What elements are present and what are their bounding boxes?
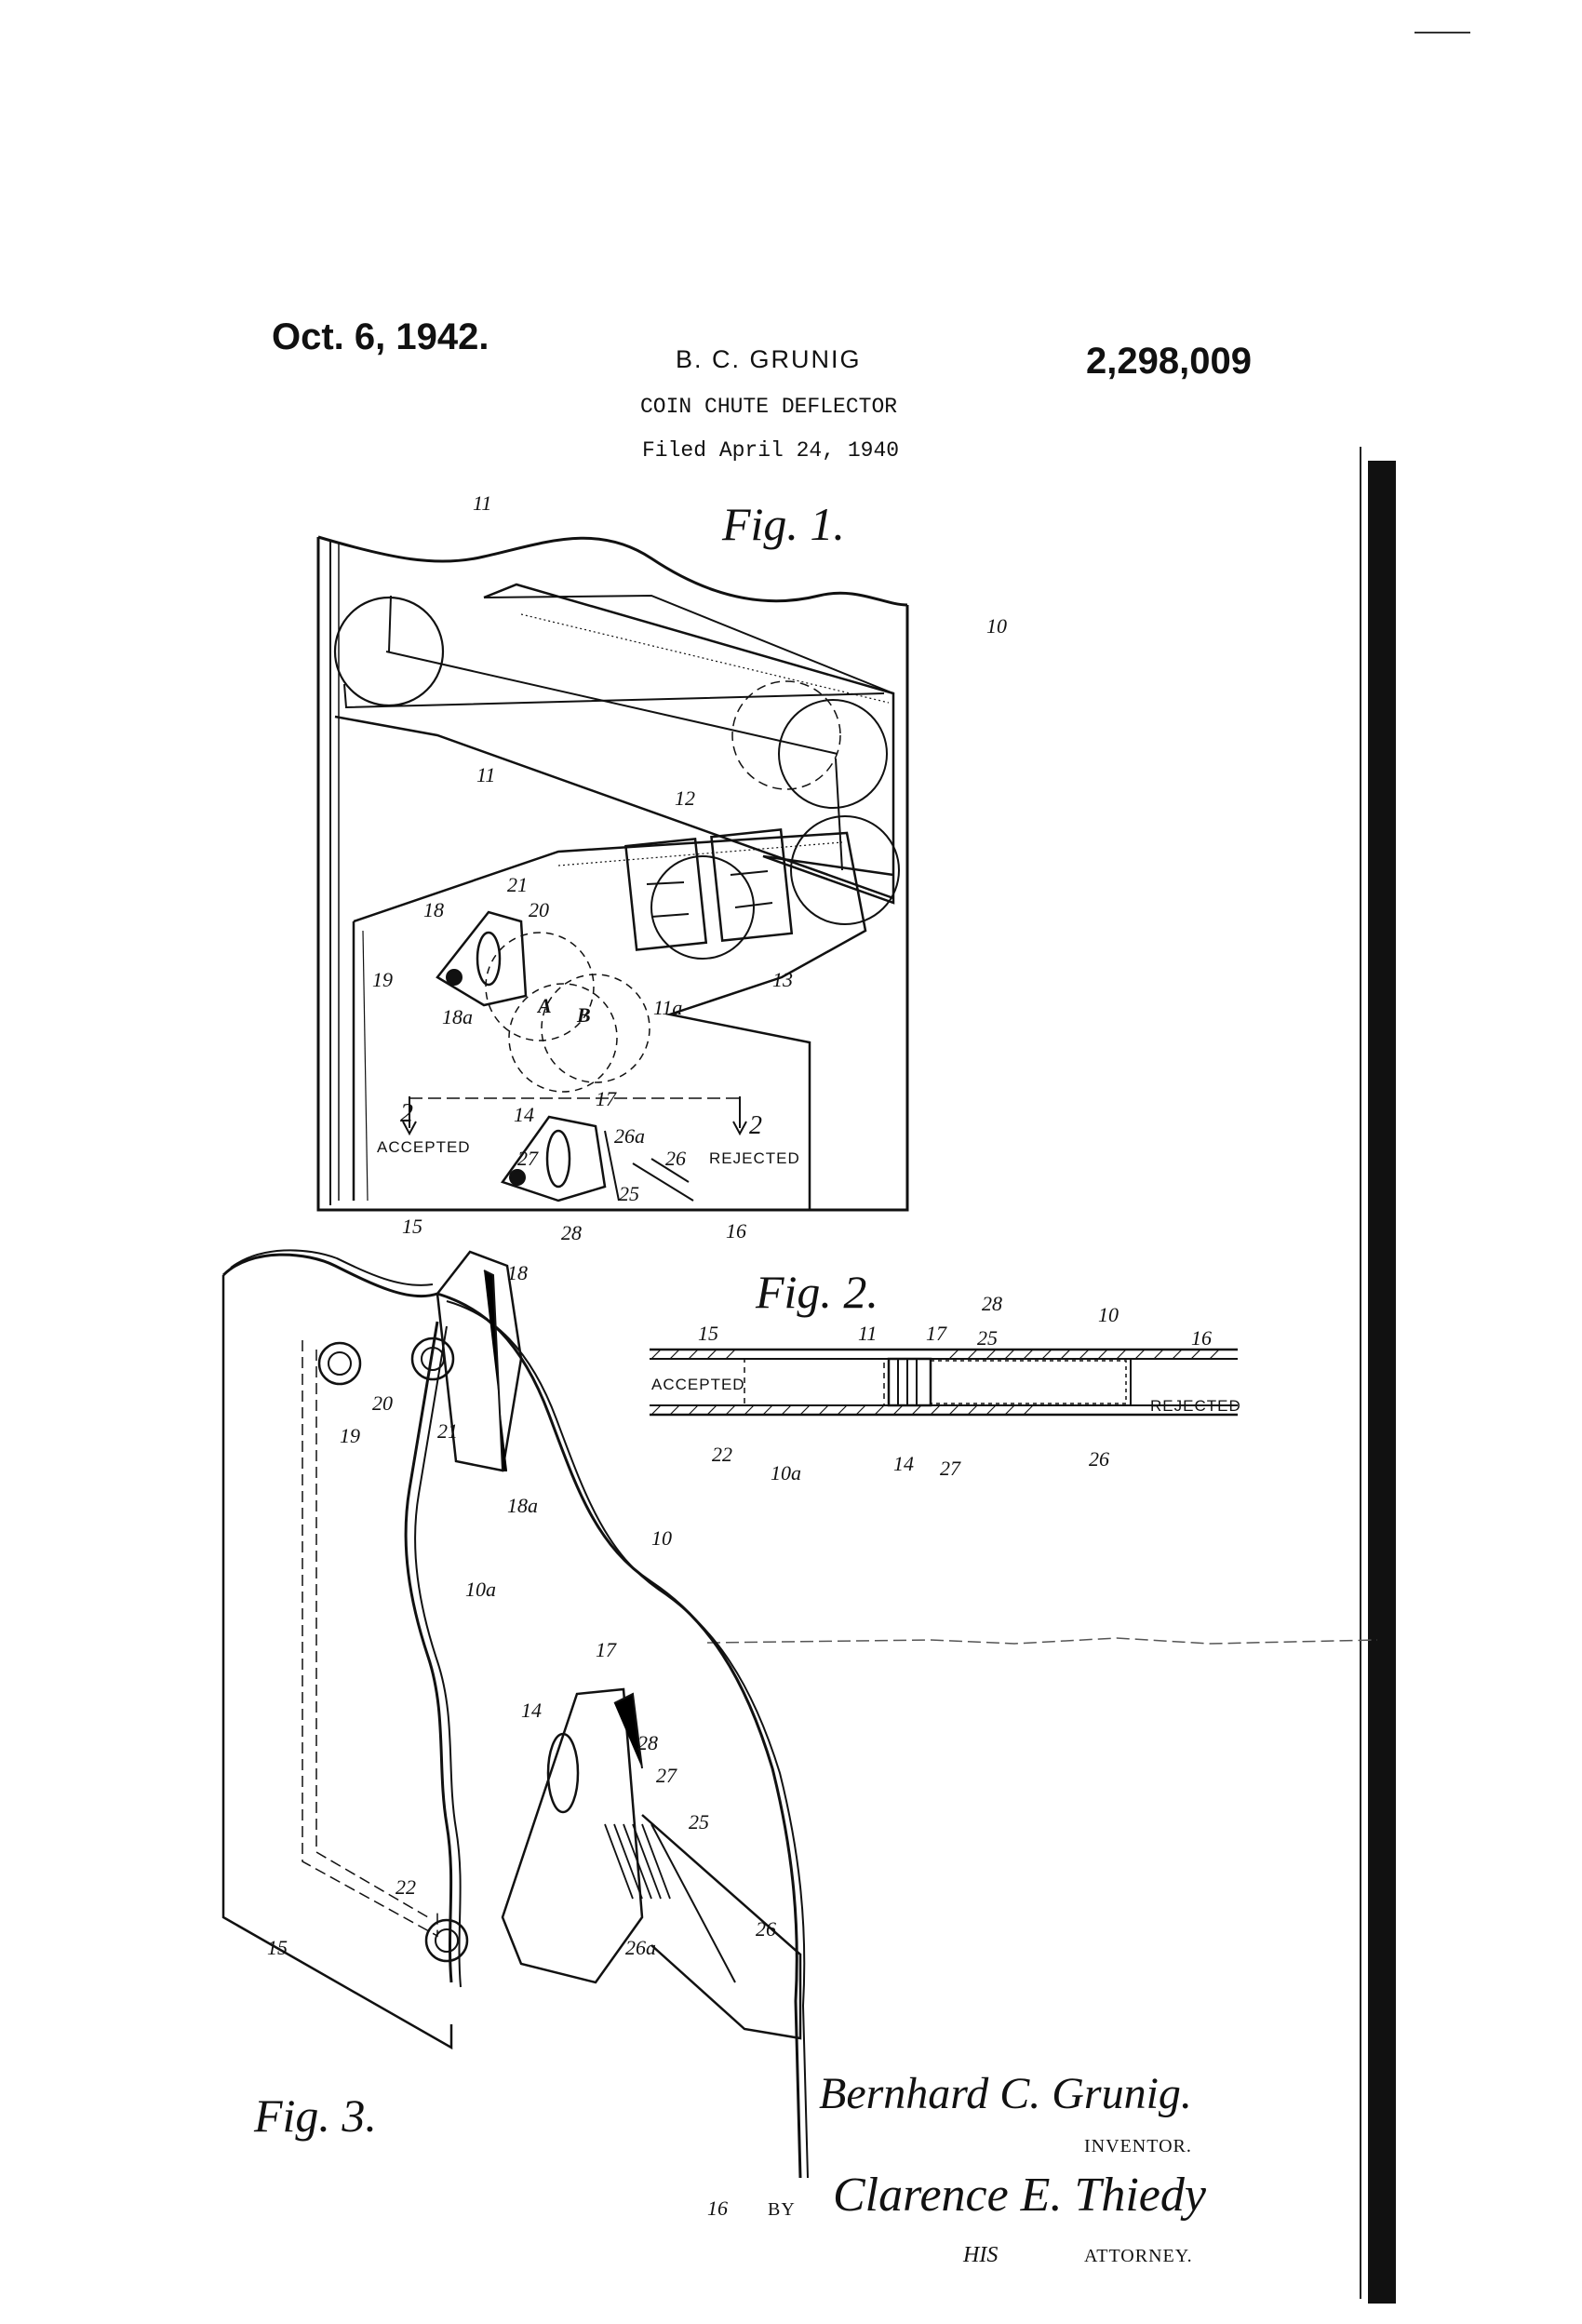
- fig3-ref: 22: [396, 1875, 416, 1899]
- figure-2: Fig. 2. 28 10 15 11 17 25 16 22 10a 14 2…: [650, 1266, 1241, 1484]
- fig3-ref: 20: [372, 1391, 393, 1415]
- fig1-ref: 14: [514, 1103, 534, 1126]
- fig3-ref: 10: [651, 1526, 672, 1550]
- fig3-ref: 18a: [507, 1494, 538, 1517]
- filing-date: Filed April 24, 1940: [642, 438, 900, 463]
- fig3-ref: 28: [637, 1731, 658, 1754]
- fig1-ref: 27: [517, 1147, 539, 1170]
- fig2-ref: 11: [858, 1322, 877, 1345]
- fig1-ref: 21: [507, 873, 528, 896]
- fig2-ref: 27: [940, 1457, 961, 1480]
- fig2-ref: 28: [982, 1292, 1002, 1315]
- inventor-name-header: B. C. GRUNIG: [676, 345, 862, 373]
- his-label: HIS: [962, 2243, 998, 2267]
- fig1-ref: 28: [561, 1221, 582, 1244]
- invention-title: COIN CHUTE DEFLECTOR: [640, 395, 898, 419]
- inventor-caption: INVENTOR.: [1084, 2136, 1192, 2156]
- fig1-ref: 16: [726, 1219, 746, 1243]
- fig1-ref: 18: [423, 898, 444, 921]
- fig1-ref: 12: [675, 786, 695, 810]
- fig1-ref: 26: [665, 1147, 686, 1170]
- fig3-ref: 25: [689, 1810, 709, 1834]
- fig3-ref: 14: [521, 1699, 542, 1722]
- fig2-ref: 10a: [771, 1461, 801, 1484]
- fig3-ref: 19: [340, 1424, 360, 1447]
- patent-date: Oct. 6, 1942.: [272, 316, 489, 357]
- fig3-ref: 26a: [625, 1936, 656, 1959]
- fig3-title: Fig. 3.: [253, 2089, 377, 2142]
- figure-1: Fig. 1. 11 10 11 12 13 18 21 20 19 18a 1…: [316, 491, 1007, 1244]
- figure-3: Fig. 3. 18 20 21 19 18a 10 10a 17 14 28 …: [221, 1249, 809, 2220]
- attorney-caption: ATTORNEY.: [1084, 2246, 1193, 2266]
- fig1-rejected-label: REJECTED: [709, 1149, 800, 1167]
- fig2-title: Fig. 2.: [755, 1266, 878, 1318]
- by-label: BY: [768, 2199, 796, 2220]
- fig1-ref: 20: [529, 898, 549, 921]
- fig3-ref: 26: [756, 1917, 776, 1941]
- fig1-ref: 11a: [653, 996, 682, 1019]
- fig1-ref: 11: [476, 763, 495, 786]
- fig3-ref: 21: [437, 1419, 458, 1443]
- fig1-ref: 26a: [614, 1124, 645, 1148]
- fig3-ref: 16: [707, 2196, 728, 2220]
- fig2-ref: 14: [893, 1452, 914, 1475]
- fig2-ref: 26: [1089, 1447, 1109, 1471]
- fig1-ref: 15: [402, 1215, 422, 1238]
- fig1-ref: 25: [619, 1182, 639, 1205]
- fig1-title: Fig. 1.: [721, 498, 845, 550]
- fig1-accepted-label: ACCEPTED: [377, 1138, 471, 1156]
- fig1-ref: A: [536, 994, 552, 1017]
- right-edge-bar: [1368, 461, 1396, 2304]
- fig1-ref: 19: [372, 968, 393, 991]
- fig3-ref: 10a: [465, 1578, 496, 1601]
- fig2-ref: 16: [1191, 1326, 1212, 1350]
- patent-number: 2,298,009: [1086, 341, 1252, 382]
- fig1-ref: 2: [400, 1099, 413, 1128]
- fig2-ref: 17: [926, 1322, 947, 1345]
- fig1-ref: 11: [473, 491, 491, 515]
- signature-block: Bernhard C. Grunig. INVENTOR. BY Clarenc…: [768, 2069, 1207, 2267]
- fig1-ref: 17: [596, 1087, 617, 1110]
- scan-crease-line: [706, 1637, 1378, 1645]
- fig1-ref: 10: [986, 614, 1007, 638]
- fig1-ref: 2: [749, 1111, 762, 1140]
- fig3-ref: 27: [656, 1764, 677, 1787]
- fig2-ref: 10: [1098, 1303, 1119, 1326]
- attorney-signature: Clarence E. Thiedy: [833, 2169, 1207, 2222]
- fig2-ref: 25: [977, 1326, 998, 1350]
- fig1-ref: B: [576, 1003, 591, 1027]
- fig3-ref: 18: [507, 1261, 528, 1284]
- fig3-ref: 15: [267, 1936, 288, 1959]
- fig1-ref: 13: [772, 968, 793, 991]
- fig2-accepted-label: ACCEPTED: [651, 1376, 745, 1393]
- fig2-ref: 15: [698, 1322, 718, 1345]
- fig2-ref: 22: [712, 1443, 732, 1466]
- fig3-ref: 17: [596, 1638, 617, 1661]
- fig2-rejected-label: REJECTED: [1150, 1397, 1241, 1415]
- fig1-ref: 18a: [442, 1005, 473, 1028]
- inventor-signature: Bernhard C. Grunig.: [819, 2069, 1192, 2118]
